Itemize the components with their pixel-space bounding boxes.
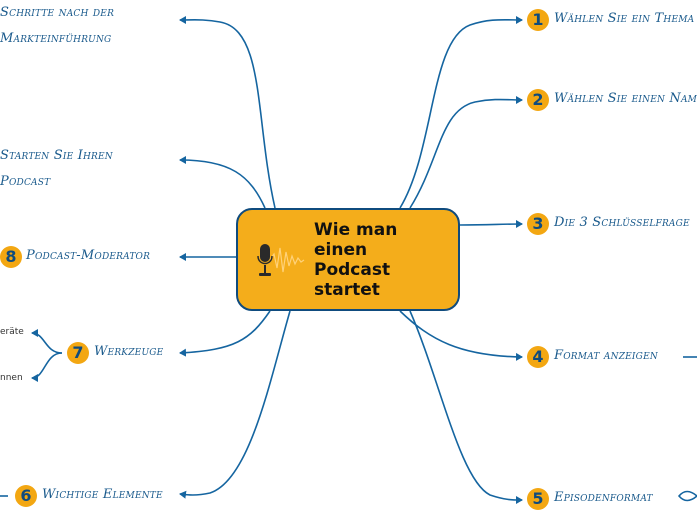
branch-label-format[interactable]: Format anzeigen	[554, 348, 658, 363]
tools-subitem-1[interactable]: eräte	[0, 327, 24, 337]
branch-label-choose-name[interactable]: Wählen Sie einen Nam	[554, 91, 697, 106]
branch-number-8: 8	[0, 246, 22, 268]
connector-branch-5	[409, 310, 523, 504]
branch-number-4: 4	[527, 346, 549, 368]
connector-tools-bottom	[31, 352, 63, 382]
branch-number-6: 6	[15, 485, 37, 507]
central-title: Wie man einen Podcast startet	[314, 220, 398, 300]
branch-number-7: 7	[67, 342, 89, 364]
branch-label-key-questions[interactable]: Die 3 Schlüsselfrage	[554, 215, 690, 230]
branch-label-choose-topic[interactable]: Wählen Sie ein Thema	[554, 11, 695, 26]
branch-label-episode-format[interactable]: Episodenformat	[554, 490, 653, 505]
branch-number-3: 3	[527, 213, 549, 235]
connector-branch-1	[399, 15, 523, 209]
branch-number-5: 5	[527, 488, 549, 510]
branch-number-1: 1	[527, 9, 549, 31]
microphone-soundwave-icon	[257, 244, 305, 276]
connector-branch-4	[399, 310, 523, 361]
connector-tools-top	[31, 329, 63, 354]
connector-after-launch	[179, 15, 276, 209]
branch-number-2: 2	[527, 89, 549, 111]
branch-label-after-launch[interactable]: Schritte nach der Markteinführung	[0, 5, 115, 46]
branch-label-key-elements[interactable]: Wichtige Elemente	[42, 487, 163, 502]
connector-branch-3	[459, 220, 523, 229]
connector-episode-right	[677, 490, 697, 502]
central-topic[interactable]: Wie man einen Podcast startet	[236, 208, 460, 311]
connector-branch-6	[179, 310, 291, 499]
tools-subitem-2[interactable]: nnen	[0, 373, 23, 383]
branch-label-tools[interactable]: Werkzeuge	[94, 344, 164, 359]
branch-label-host[interactable]: Podcast-Moderator	[26, 248, 151, 263]
connector-branch-2	[409, 95, 523, 209]
branch-label-start-podcast[interactable]: Starten Sie Ihren Podcast	[0, 148, 113, 189]
connector-branch-7	[179, 310, 271, 357]
connector-start-podcast	[179, 156, 266, 209]
